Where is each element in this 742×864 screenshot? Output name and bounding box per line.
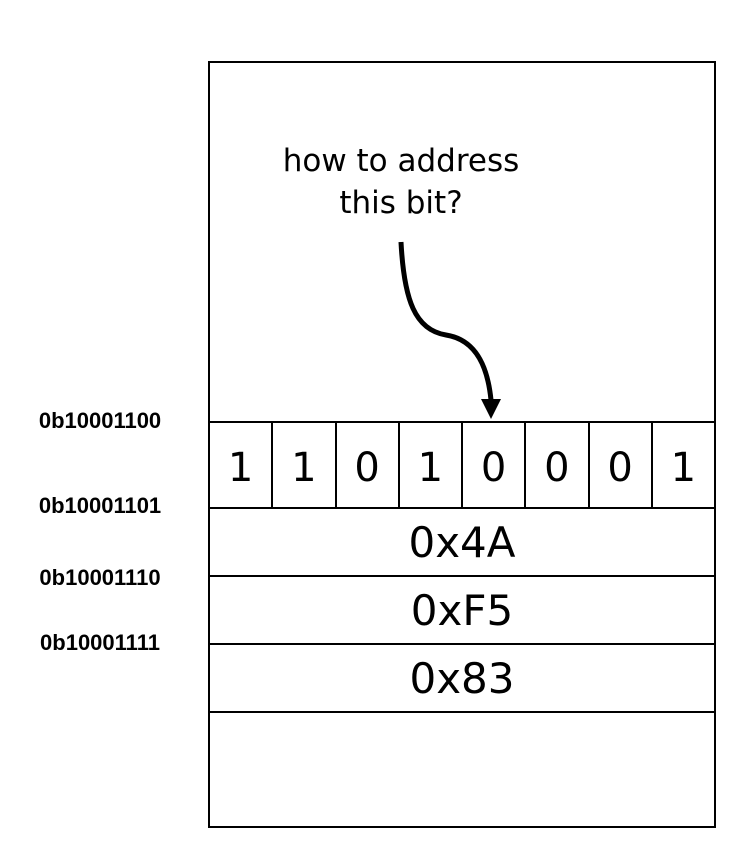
bit-cell-2: 0 [526, 423, 590, 507]
bit-cell-5: 0 [337, 423, 400, 507]
bit-cell-3: 0 [463, 423, 527, 507]
byte-cell-3: 0x83 [208, 645, 716, 713]
bit-cell-6: 1 [273, 423, 337, 507]
question-line-2: this bit? [339, 185, 463, 221]
question-label: how to address this bit? [270, 140, 532, 224]
byte-cell-1: 0x4A [208, 509, 716, 577]
bit-row: 1 1 0 1 0 0 0 1 [208, 421, 716, 509]
arrow-head [481, 399, 501, 419]
arrow-curve [398, 241, 494, 401]
question-line-1: how to address [282, 143, 520, 179]
bit-cell-4: 1 [400, 423, 463, 507]
bit-cell-7: 1 [210, 423, 274, 507]
byte-cell-2: 0xF5 [208, 577, 716, 645]
address-label-3: 0b10001111 [40, 630, 160, 655]
bit-cell-1: 0 [590, 423, 653, 507]
address-label-0: 0b10001100 [38, 408, 162, 433]
bit-cell-0: 1 [670, 445, 697, 491]
address-label-1: 0b10001101 [38, 493, 162, 518]
address-label-2: 0b10001110 [39, 565, 161, 590]
